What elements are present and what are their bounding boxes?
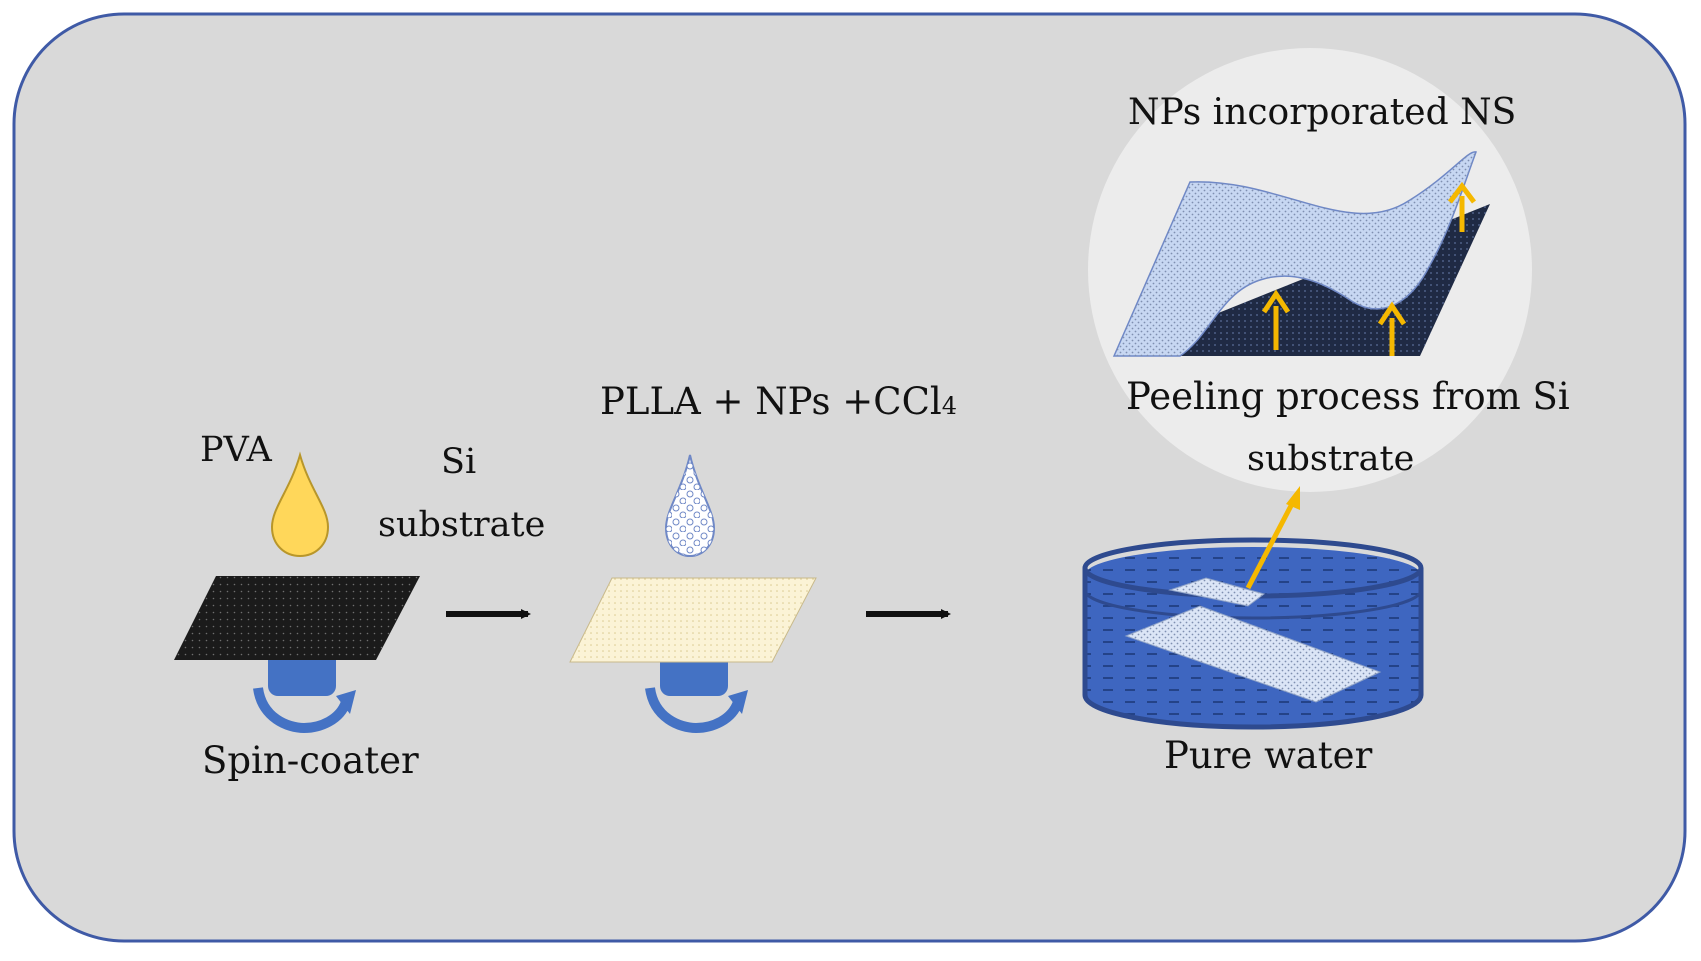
- yellow-lift-arrow-icon: [1448, 181, 1476, 232]
- yellow-lift-arrow-icon: [1261, 289, 1291, 350]
- peeling-nanosheet-icon: [1112, 151, 1490, 357]
- spin-coater-label: Spin-coater: [202, 739, 419, 782]
- peeling-label-line1: Peeling process from Si: [1126, 375, 1570, 418]
- plla-solution-subscript: 4: [941, 392, 958, 420]
- silicon-wafer-icon: [174, 576, 420, 660]
- si-substrate-label-line2: substrate: [378, 505, 546, 545]
- peel-arrow-icon: [1245, 486, 1300, 590]
- nanosheet-title: NPs incorporated NS: [1128, 92, 1517, 133]
- rotation-arrow-icon: [253, 686, 351, 734]
- plla-droplet-icon: [664, 454, 716, 558]
- rotation-arrow-icon: [645, 686, 743, 734]
- yellow-lift-arrow-icon: [1377, 301, 1407, 356]
- floating-nanosheet-icon: [1124, 577, 1382, 703]
- peeling-label-line2: substrate: [1247, 439, 1415, 479]
- plla-solution-label: PLLA + NPs +CCl4: [600, 383, 957, 420]
- plla-solution-text: PLLA + NPs +CCl: [600, 380, 942, 423]
- pure-water-label: Pure water: [1164, 734, 1373, 777]
- coated-wafer-icon: [569, 577, 817, 663]
- pva-label: PVA: [200, 430, 272, 470]
- si-substrate-label-line1: Si: [441, 442, 477, 482]
- pva-droplet-icon: [270, 451, 330, 558]
